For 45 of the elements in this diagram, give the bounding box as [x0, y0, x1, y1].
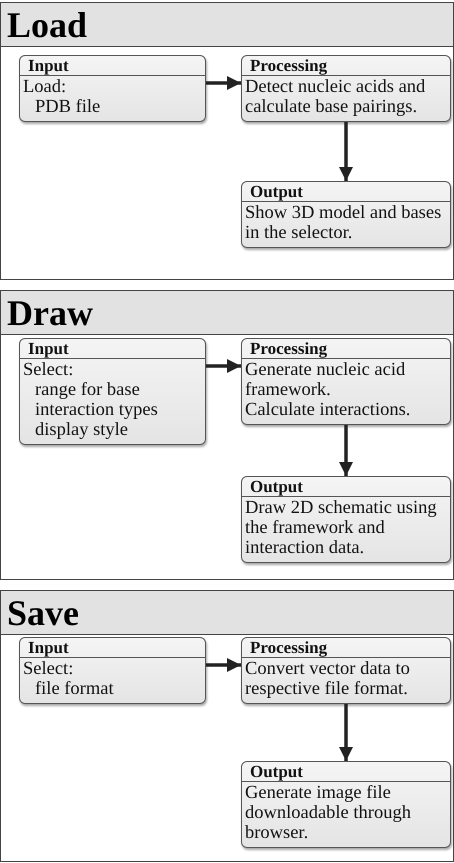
- arrow: [206, 658, 241, 672]
- box-text: PDB file: [34, 97, 102, 117]
- box-text: file format: [34, 679, 115, 699]
- box-heading: Input: [20, 339, 205, 359]
- process-box: [241, 761, 451, 848]
- panel-heading: Save: [1, 591, 453, 635]
- process-box: [241, 338, 451, 425]
- stage-panel: [0, 2, 454, 280]
- panel-heading: Load: [1, 3, 453, 47]
- process-box: [241, 476, 451, 563]
- box-text: Select:: [23, 360, 74, 380]
- box-text: Detect nucleic acids and calculate base pairings.: [245, 77, 426, 117]
- box-heading: Processing: [242, 638, 450, 658]
- box-heading: Output: [242, 762, 450, 782]
- stage-panel: [0, 290, 454, 580]
- box-heading: Input: [20, 638, 205, 658]
- box-text: Draw 2D schematic using the framework and interaction data.: [245, 498, 438, 558]
- box-heading: Processing: [242, 339, 450, 359]
- box-text: range for base: [34, 380, 141, 400]
- process-box: [241, 181, 451, 248]
- box-text: Show 3D model and bases in the selector.: [245, 203, 442, 243]
- box-heading: Processing: [242, 56, 450, 76]
- box-heading: Input: [20, 56, 205, 76]
- process-box: [19, 338, 206, 445]
- process-box: [241, 55, 451, 122]
- arrow: [206, 359, 241, 373]
- arrow: [339, 122, 353, 181]
- arrow: [206, 76, 241, 90]
- process-box: [19, 55, 206, 122]
- box-text: interaction types: [34, 400, 159, 420]
- box-text: Convert vector data to respective file format.: [245, 659, 411, 699]
- box-text: Select:: [23, 659, 74, 679]
- process-box: [19, 637, 206, 704]
- box-text: Calculate interactions.: [245, 400, 412, 420]
- box-text: Generate image file downloadable through browser.: [245, 783, 412, 843]
- box-text: display style: [34, 420, 130, 440]
- box-heading: Output: [242, 182, 450, 202]
- panel-heading: Draw: [1, 291, 453, 335]
- box-heading: Output: [242, 477, 450, 497]
- box-text: Load:: [23, 77, 68, 97]
- stage-panel: [0, 590, 454, 862]
- arrow: [339, 425, 353, 476]
- box-text: Generate nucleic acid framework.: [245, 360, 406, 400]
- process-box: [241, 637, 451, 704]
- arrow: [339, 704, 353, 761]
